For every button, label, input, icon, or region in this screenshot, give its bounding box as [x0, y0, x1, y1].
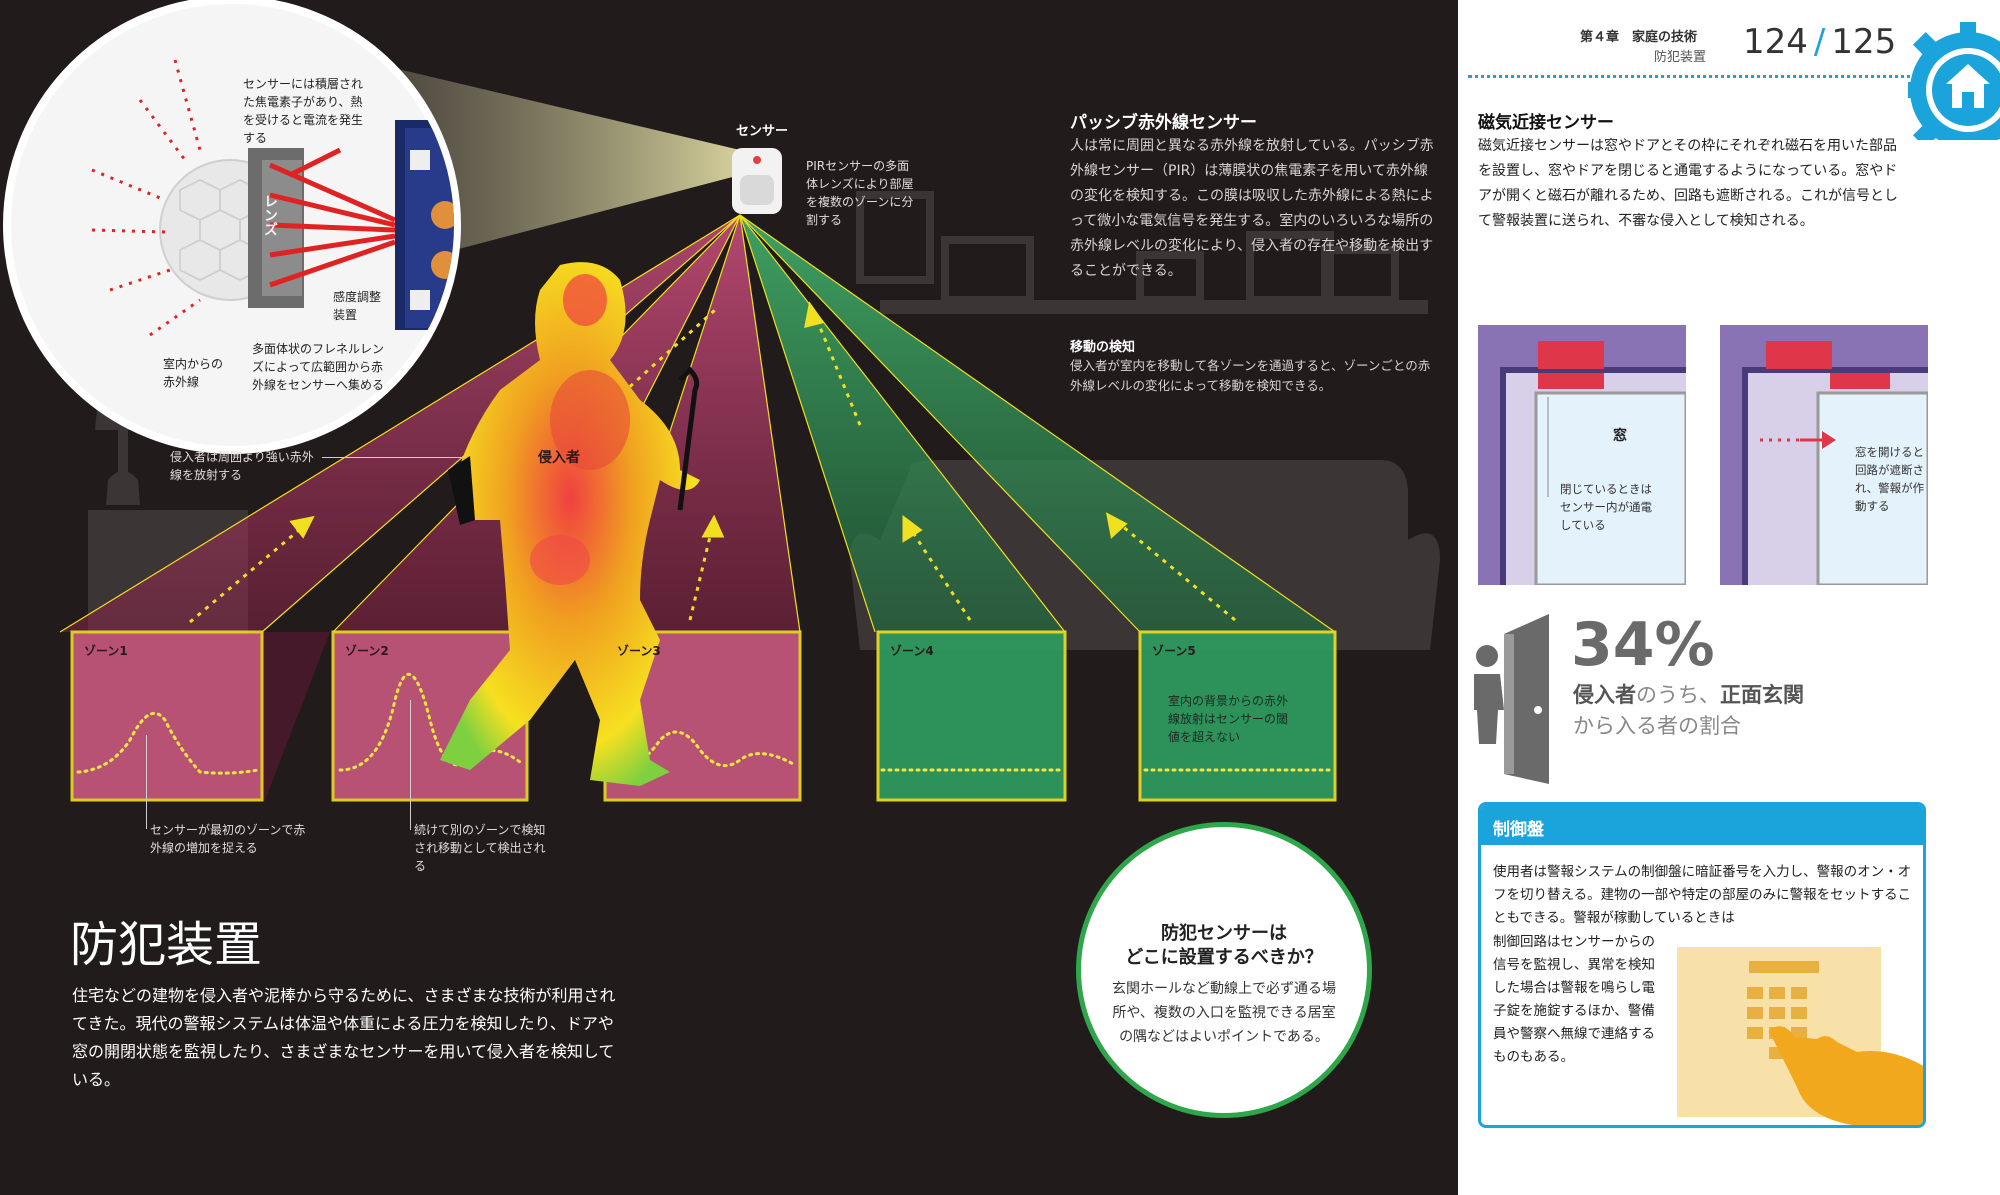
stat-value: 34% [1571, 610, 1715, 680]
chapter-label: 第４章 家庭の技術 [1580, 30, 1698, 45]
zone-box-1 [70, 630, 264, 802]
zone-label-3: ゾーン3 [617, 644, 661, 658]
pir-illustration [3, 0, 1440, 802]
window-label: 窓 [1613, 428, 1627, 444]
page-number-left: 124 [1743, 22, 1808, 62]
page-number-right: 125 [1831, 22, 1897, 62]
lens-magnifier [3, 0, 461, 454]
magnetic-body: 磁気近接センサーは窓やドアとその枠にそれぞれ磁石を用いた部品を設置し、窓やドアを… [1478, 138, 1898, 229]
stat-highlight-1: 侵入者 [1573, 683, 1636, 707]
keypad-illustration [1677, 947, 1923, 1125]
left-page: センサーには積層された焦電素子があり、熱を受けると電流を発生する レンズ 感度調… [0, 0, 1458, 1195]
closed-note: 閉じているときはセンサー内が通電している [1560, 482, 1652, 532]
control-panel-body-top: 使用者は警報システムの制御盤に暗証番号を入力し、警報のオン・オフを切り替える。建… [1493, 864, 1912, 926]
pir-note: PIRセンサーの多面体レンズにより部屋を複数のゾーンに分割する [806, 159, 914, 227]
intruder-label: 侵入者 [538, 450, 580, 466]
page-title: 防犯装置 [70, 917, 263, 973]
zone2-leader [410, 700, 411, 830]
house-icon [1946, 64, 1990, 108]
sensor-label: センサー [736, 124, 789, 139]
zone1-leader [146, 735, 147, 829]
zone-label-2: ゾーン2 [345, 644, 389, 658]
stat-highlight-2: 正面玄関 [1720, 683, 1804, 707]
control-panel-header: 制御盤 [1481, 805, 1923, 845]
zone-label-5: ゾーン5 [1152, 644, 1196, 658]
zone-label-4: ゾーン4 [890, 644, 934, 658]
control-panel-box: 制御盤 使用者は警報システムの制御盤に暗証番号を入力し、警報のオン・オフを切り替… [1478, 802, 1926, 1128]
question-heading-1: 防犯センサーは [1161, 923, 1287, 944]
zone-label-1: ゾーン1 [84, 644, 128, 658]
intruder-thermal [440, 262, 700, 787]
zone-box-4 [876, 630, 1067, 802]
right-page: 第４章 家庭の技術 防犯装置 124/125 磁気近接センサー 磁気近接センサー… [1458, 0, 2000, 1195]
passive-heading: パッシブ赤外線センサー [1070, 113, 1257, 133]
question-heading-2: どこに設置するべきか？ [1125, 947, 1323, 968]
zone-box-5 [1138, 630, 1337, 802]
section-label: 防犯装置 [1654, 50, 1707, 65]
zone-boxes [70, 630, 1337, 802]
window-closed-diagram [1478, 325, 1686, 585]
hand-icon [1769, 1026, 1923, 1125]
control-panel-heading: 制御盤 [1493, 820, 1544, 840]
pir-sensor-device [732, 148, 782, 214]
movement-heading: 移動の検知 [1070, 340, 1136, 355]
control-panel-body-side: 制御回路はセンサーからの信号を監視し、異常を検知した場合は警報を鳴らし電子錠を施… [1493, 934, 1655, 1065]
intruder-note: 侵入者は周囲より強い赤外線を放射する [170, 450, 314, 482]
gear-icon [1908, 22, 2000, 140]
intruder-leader [322, 457, 462, 458]
door-icon [1474, 614, 1549, 784]
lens-label: レンズ [262, 194, 278, 236]
open-note: 窓を開けると回路が遮断され、警報が作動する [1855, 445, 1925, 513]
question-body: 玄関ホールなど動線上で必ず通る場所や、複数の入口を監視できる居室の隅などはよいポ… [1112, 981, 1336, 1045]
pyro-note: センサーには積層された焦電素子があり、熱を受けると電流を発生する [243, 77, 364, 145]
stat-connector: のうち、 [1636, 683, 1720, 707]
passive-body: 人は常に周囲と異なる赤外線を放射している。パッシブ赤外線センサー（PIR）は薄膜… [1070, 138, 1434, 279]
movement-body: 侵入者が室内を移動して各ゾーンを通過すると、ゾーンごとの赤外線レベルの変化によっ… [1070, 358, 1431, 393]
page-separator: / [1813, 22, 1826, 62]
movement-arrows [189, 301, 1236, 624]
person-icon [1474, 645, 1504, 744]
header-rule [1468, 75, 1918, 78]
question-circle: 防犯センサーは どこに設置するべきか？ 玄関ホールなど動線上で必ず通る場所や、複… [1076, 822, 1372, 1118]
window-open-diagram [1720, 325, 1928, 585]
zone-next-note: 続けて別のゾーンで検知され移動として検出される [414, 823, 546, 873]
page-numbers: 124/125 [1743, 22, 1896, 62]
magnetic-heading: 磁気近接センサー [1478, 113, 1614, 133]
zone-background-note: 室内の背景からの赤外線放射はセンサーの閾値を超えない [1168, 694, 1289, 744]
fresnel-note: 多面体状のフレネルレンズによって広範囲から赤外線をセンサーへ集める [252, 342, 385, 392]
stat-line-2: から入る者の割合 [1573, 714, 1741, 738]
stat-caption: 侵入者のうち、正面玄関 から入る者の割合 [1573, 680, 1804, 742]
zone-first-note: センサーが最初のゾーンで赤外線の増加を捉える [150, 823, 306, 855]
sensitivity-label: 感度調整装置 [333, 290, 382, 322]
intro-text: 住宅などの建物を侵入者や泥棒から守るために、さまざまな技術が利用されてきた。現代… [72, 986, 616, 1089]
room-ir-label: 室内からの赤外線 [163, 357, 224, 389]
